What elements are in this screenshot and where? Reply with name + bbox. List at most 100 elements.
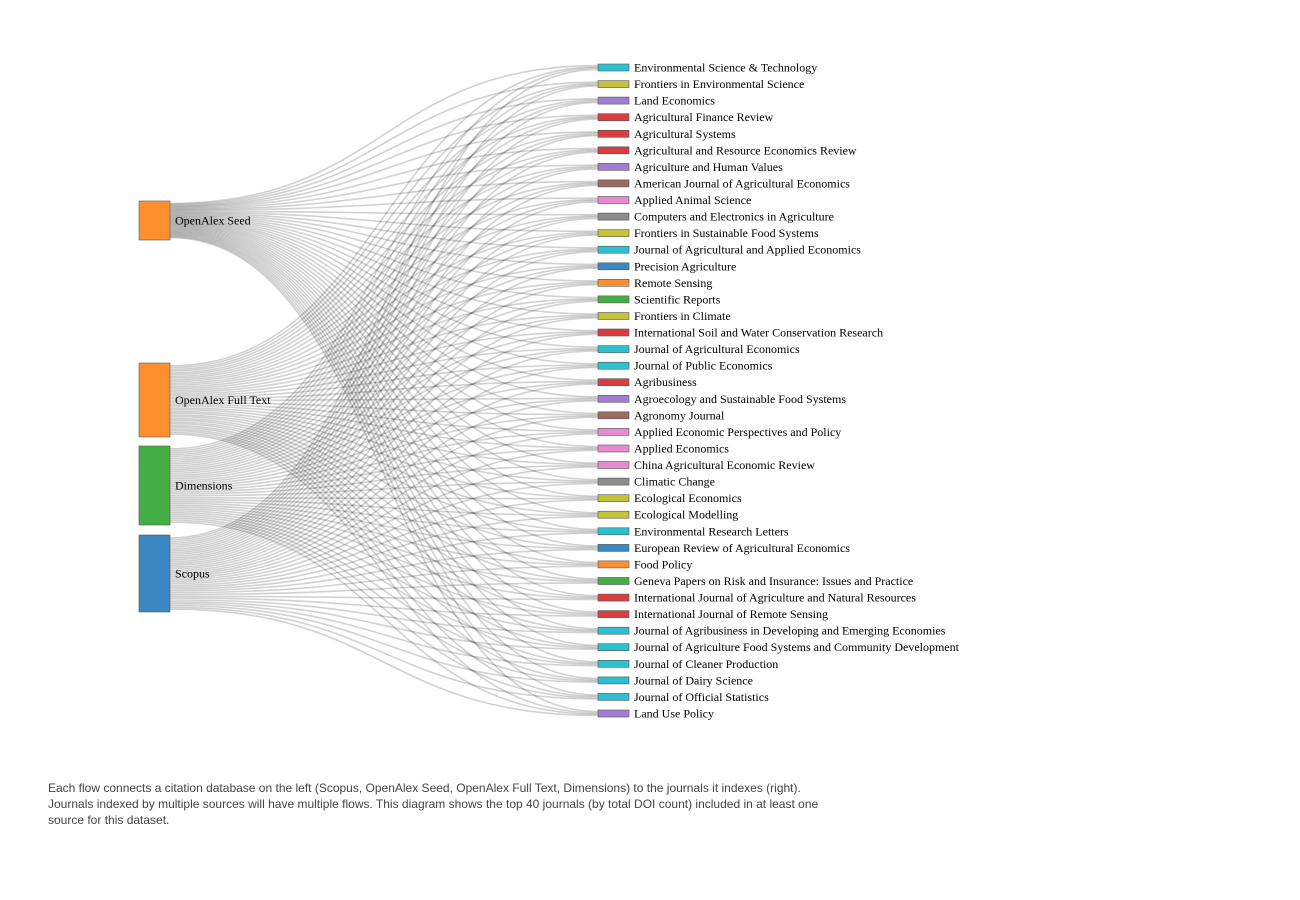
- flow-link: [169, 211, 599, 233]
- flow-link: [169, 314, 599, 393]
- target-node-international-journal-of-remote-sensing: [597, 610, 630, 618]
- flow-link: [169, 408, 599, 482]
- flow-link: [169, 100, 599, 454]
- flow-link: [169, 421, 599, 598]
- source-node-dimensions: [138, 445, 171, 526]
- flow-link: [169, 565, 599, 594]
- flow-link: [169, 132, 599, 374]
- flow-link: [169, 250, 599, 559]
- target-node-international-journal-of-agriculture-and-natural-resources: [597, 593, 630, 602]
- flow-link: [169, 166, 599, 461]
- flow-link: [169, 333, 599, 568]
- flow-link: [169, 466, 599, 583]
- target-label-european-review-of-agricultural-economics: European Review of Agricultural Economic…: [634, 541, 850, 555]
- flow-link: [169, 249, 599, 471]
- flow-link: [169, 210, 599, 216]
- flow-link: [169, 348, 599, 482]
- source-label-scopus: Scopus: [175, 567, 210, 581]
- target-node-environmental-research-letters: [597, 527, 630, 536]
- target-label-frontiers-in-environmental-science: Frontiers in Environmental Science: [634, 77, 804, 91]
- flow-link: [169, 481, 599, 497]
- flow-link: [169, 399, 599, 576]
- flow-link: [169, 422, 599, 615]
- target-node-scientific-reports: [597, 295, 630, 304]
- flow-link: [169, 499, 599, 587]
- target-node-agriculture-and-human-values: [597, 163, 630, 171]
- target-label-agricultural-finance-review: Agricultural Finance Review: [634, 110, 774, 124]
- flow-link: [169, 350, 599, 570]
- flow-link: [169, 315, 599, 478]
- target-label-scientific-reports: Scientific Reports: [634, 292, 721, 306]
- flow-link: [169, 515, 599, 666]
- target-node-climatic-change: [597, 477, 630, 486]
- flow-link: [169, 415, 599, 548]
- flow-link: [169, 283, 599, 563]
- flow-link: [169, 198, 599, 381]
- flow-link: [169, 281, 599, 390]
- target-label-environmental-research-letters: Environmental Research Letters: [634, 524, 789, 538]
- target-label-international-journal-of-remote-sensing: International Journal of Remote Sensing: [634, 607, 828, 621]
- flow-link: [169, 508, 599, 599]
- flow-link: [169, 197, 599, 212]
- flow-link: [169, 300, 599, 565]
- flow-link: [169, 397, 599, 402]
- flow-link: [169, 228, 599, 547]
- flow-link: [169, 502, 599, 550]
- flow-link: [169, 365, 599, 484]
- target-node-computers-and-electronics-in-agriculture: [597, 212, 630, 221]
- flow-link: [169, 217, 599, 348]
- flow-link: [169, 234, 599, 557]
- target-label-ecological-economics: Ecological Economics: [634, 491, 742, 505]
- target-node-ecological-modelling: [597, 510, 630, 519]
- flow-link: [169, 380, 599, 400]
- flow-link: [169, 433, 599, 579]
- flow-link: [169, 180, 599, 211]
- flow-link: [169, 608, 599, 717]
- flow-link: [169, 464, 599, 495]
- flow-link: [169, 405, 599, 449]
- flow-link: [169, 433, 599, 714]
- target-label-computers-and-electronics-in-agriculture: Computers and Electronics in Agriculture: [634, 210, 834, 224]
- flow-link: [169, 214, 599, 282]
- target-label-food-policy: Food Policy: [634, 557, 692, 571]
- flow-link: [169, 133, 599, 458]
- flow-link: [169, 602, 599, 667]
- flow-link: [169, 398, 599, 488]
- target-label-journal-of-agriculture-food-systems-and-community-development: Journal of Agriculture Food Systems and …: [634, 640, 960, 654]
- flow-link: [169, 64, 599, 205]
- target-node-journal-of-public-economics: [597, 361, 630, 370]
- flow-link: [169, 215, 599, 315]
- flow-link: [169, 115, 599, 372]
- flow-link: [169, 449, 599, 581]
- flow-link: [169, 147, 599, 209]
- source-label-dimensions: Dimensions: [175, 479, 233, 493]
- flow-link: [169, 85, 599, 541]
- flow-link: [169, 299, 599, 476]
- flow-link: [169, 410, 599, 499]
- target-node-agronomy-journal: [597, 411, 630, 420]
- target-node-frontiers-in-climate: [597, 312, 630, 320]
- flow-link: [169, 417, 599, 565]
- target-label-applied-animal-science: Applied Animal Science: [634, 193, 751, 207]
- flow-link: [169, 510, 599, 616]
- flow-link: [169, 429, 599, 681]
- target-node-journal-of-cleaner-production: [597, 659, 630, 668]
- flow-link: [169, 230, 599, 597]
- flow-link: [169, 416, 599, 577]
- flow-link: [169, 582, 599, 596]
- flow-link: [169, 606, 599, 700]
- flow-link: [169, 214, 599, 299]
- flow-link: [169, 226, 599, 514]
- target-node-ecological-economics: [597, 494, 630, 503]
- flow-link: [169, 267, 599, 561]
- flow-link: [169, 232, 599, 630]
- flow-link: [169, 164, 599, 210]
- flow-link: [169, 331, 599, 395]
- flow-link: [169, 101, 599, 543]
- flow-link: [169, 221, 599, 415]
- flow-link: [169, 496, 599, 500]
- flow-link: [169, 235, 599, 696]
- flow-link: [169, 415, 599, 490]
- flow-link: [169, 233, 599, 469]
